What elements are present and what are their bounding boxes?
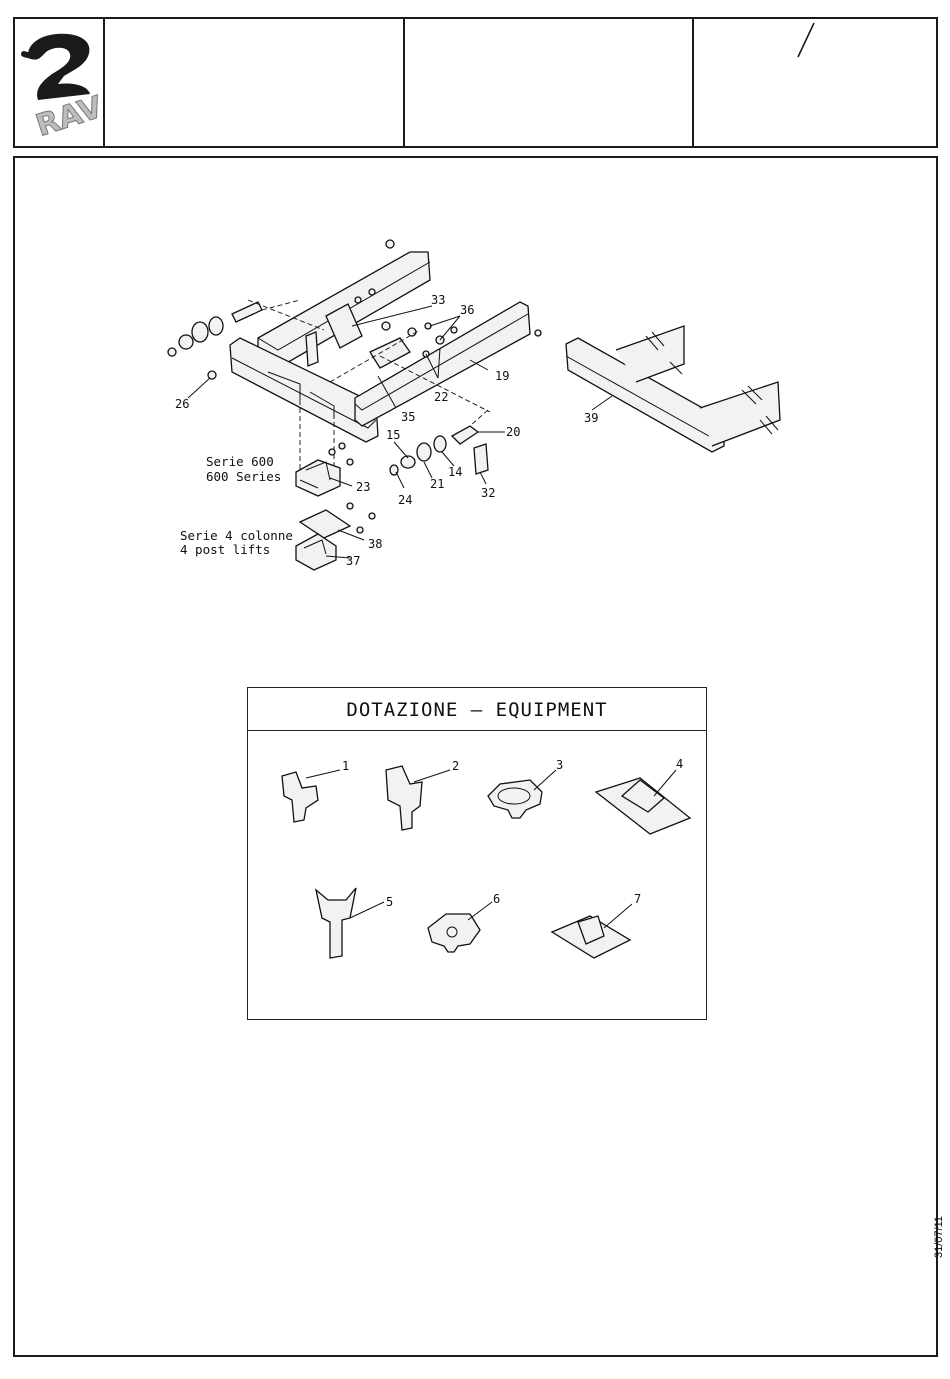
item-7-label: 7 [634,892,641,906]
equipment-item-1 [282,772,318,822]
item-1-label: 1 [342,759,349,773]
item-2-label: 2 [452,759,459,773]
equipment-item-2 [386,766,422,830]
equipment-item-6 [428,914,480,952]
equipment-item-5 [316,888,356,958]
item-5-label: 5 [386,895,393,909]
equipment-item-3 [488,780,542,818]
item-6-label: 6 [493,892,500,906]
date-stamp: 31/07/11 [933,1216,945,1258]
item-4-label: 4 [676,757,683,771]
item-3-label: 3 [556,758,563,772]
